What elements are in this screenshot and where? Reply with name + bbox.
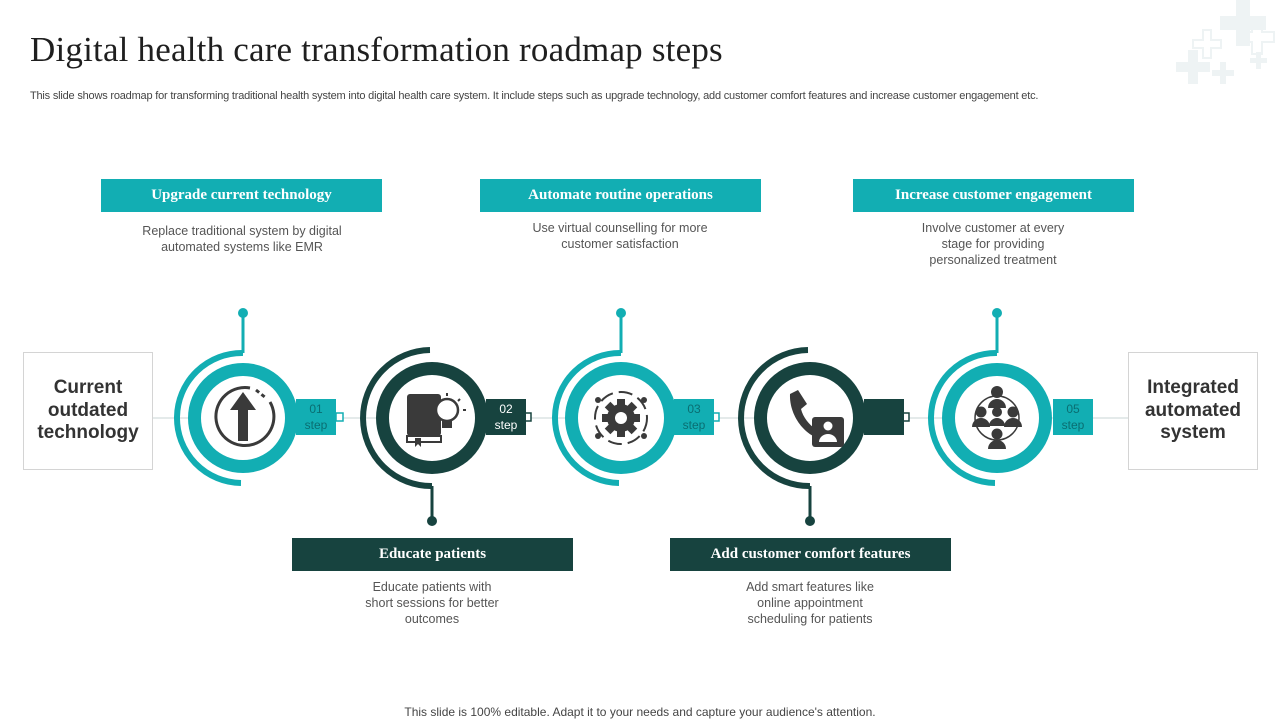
step-3-node	[552, 308, 720, 486]
step-5-heading: Increase customer engagement	[853, 179, 1134, 212]
step-1-number: 01	[309, 402, 323, 416]
step-4-tab	[864, 399, 904, 435]
step-5-word: step	[1061, 418, 1085, 432]
step-1-heading: Upgrade current technology	[101, 179, 382, 212]
step-1-description: Replace traditional system by digital au…	[142, 224, 342, 254]
step-5-description: Involve customer at every stage for prov…	[921, 221, 1065, 267]
footer-note: This slide is 100% editable. Adapt it to…	[404, 705, 876, 719]
step-3-heading: Automate routine operations	[480, 179, 761, 212]
end-state-label: Integrated automated system	[1144, 376, 1242, 444]
upgrade-arrow-icon	[214, 386, 276, 447]
step-3-tab: 03 step	[674, 399, 714, 435]
step-1-tab: 01 step	[296, 399, 336, 435]
page-title: Digital health care transformation roadm…	[30, 30, 723, 69]
step-2-heading: Educate patients	[292, 538, 573, 571]
step-5-node	[928, 308, 1052, 486]
step-2-number: 02	[499, 402, 513, 416]
step-2-description: Educate patients with short sessions for…	[365, 580, 499, 626]
step-1-node	[174, 308, 344, 486]
step-4-description: Add smart features like online appointme…	[746, 580, 874, 626]
step-1-word: step	[304, 418, 328, 432]
step-5-number: 05	[1066, 402, 1080, 416]
gear-circuit-icon	[594, 391, 648, 445]
step-3-word: step	[682, 418, 706, 432]
step-2-word: step	[494, 418, 518, 432]
end-state-box: Integrated automated system	[1128, 352, 1258, 470]
step-4-heading: Add customer comfort features	[670, 538, 951, 571]
book-bulb-icon	[406, 393, 466, 447]
step-2-node	[360, 347, 532, 526]
phone-user-icon	[789, 390, 844, 447]
step-5-tab: 05 step	[1053, 399, 1093, 435]
start-state-label: Current outdated technology	[37, 376, 139, 444]
page-subtitle: This slide shows roadmap for transformin…	[30, 90, 1039, 102]
step-3-number: 03	[687, 402, 701, 416]
start-state-box: Current outdated technology	[23, 352, 153, 470]
step-3-description: Use virtual counselling for more custome…	[532, 221, 708, 251]
step-2-tab: 02 step	[486, 399, 526, 435]
people-network-icon	[972, 386, 1022, 449]
